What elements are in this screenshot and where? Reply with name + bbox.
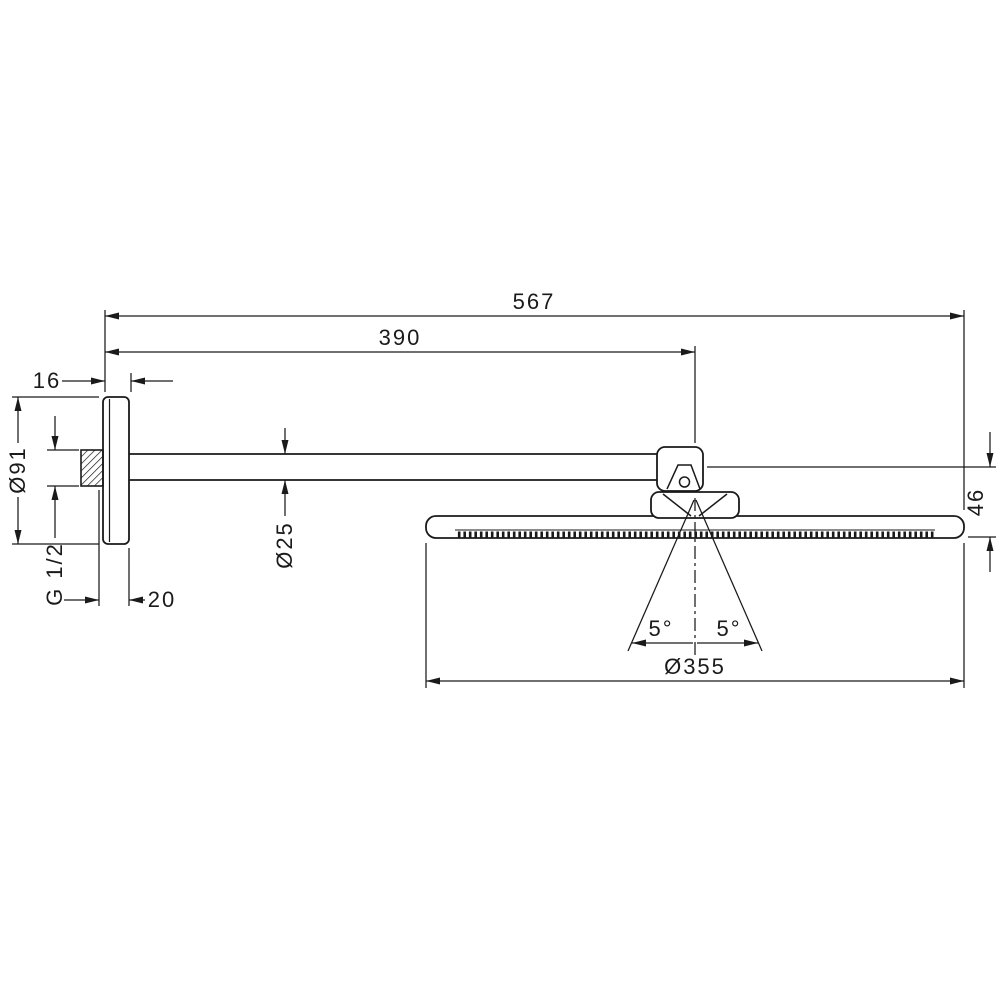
dim-thread-size: G 1/2 — [42, 416, 79, 606]
swivel-angle-annotation: 5° 5° — [627, 498, 763, 657]
swivel-angle-left-label: 5° — [648, 616, 673, 641]
dim-head-drop-height-label: 46 — [963, 488, 988, 516]
dim-arm-diameter: Ø25 — [272, 428, 297, 569]
dim-wall-offset: 20 — [64, 490, 176, 612]
threaded-connector — [80, 449, 104, 487]
shower-arm — [129, 453, 660, 481]
elbow-joint-housing — [656, 446, 704, 492]
dim-wall-plate-thickness-label: 16 — [33, 368, 61, 393]
dim-head-diameter: Ø355 — [425, 543, 965, 688]
dim-escutcheon-diameter-label: Ø91 — [5, 446, 30, 494]
dim-arm-diameter-label: Ø25 — [272, 521, 297, 569]
swivel-angle-right-label: 5° — [716, 616, 741, 641]
dim-total-projection: 567 — [104, 289, 965, 510]
dim-head-drop-height: 46 — [707, 432, 996, 572]
dim-arm-length-label: 390 — [379, 325, 422, 350]
wall-escutcheon-plate — [102, 396, 130, 545]
dim-head-diameter-label: Ø355 — [664, 654, 726, 679]
dim-wall-offset-label: 20 — [148, 587, 176, 612]
dim-thread-size-label: G 1/2 — [42, 542, 67, 606]
dim-wall-plate-thickness: 16 — [33, 368, 173, 393]
dim-arm-length: 390 — [105, 325, 696, 443]
dim-total-projection-label: 567 — [513, 289, 556, 314]
dim-escutcheon-diameter: Ø91 — [5, 396, 99, 545]
